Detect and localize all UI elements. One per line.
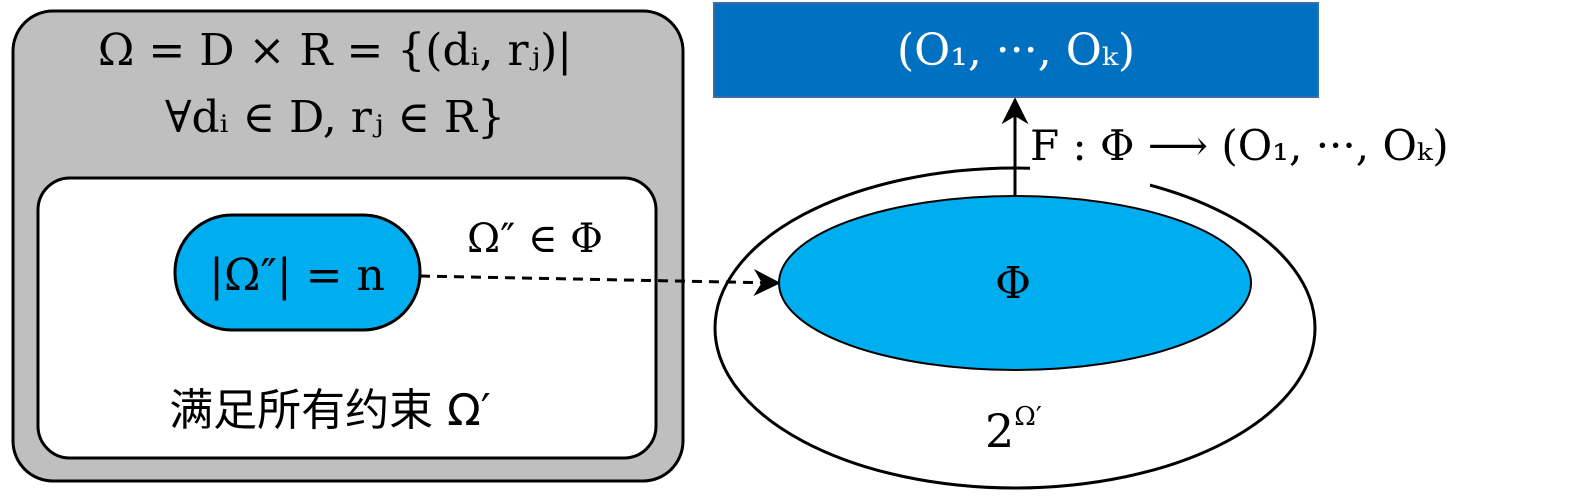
omega-definition-line2: ∀dᵢ ∈ D, rⱼ ∈ R} bbox=[165, 92, 505, 143]
omega-definition-line1: Ω = D × R = {(dᵢ, rⱼ)| bbox=[98, 25, 572, 76]
constraint-region-label: 满足所有约束 Ω′ bbox=[169, 385, 491, 436]
mapping-label: F : Φ ⟶ (O₁, ···, Oₖ) bbox=[1030, 121, 1449, 170]
output-box bbox=[713, 2, 1319, 98]
subset-pill bbox=[173, 213, 422, 332]
phi-ellipse-label: Φ bbox=[995, 258, 1031, 309]
mapping-label-gap bbox=[1030, 160, 1150, 190]
dashed-arrow bbox=[419, 269, 781, 297]
powerset-base: 2 bbox=[985, 404, 1014, 458]
membership-label: Ω″ ∈ Φ bbox=[467, 216, 603, 262]
powerset-label: 2Ω′ bbox=[985, 402, 1042, 458]
subset-pill-label: |Ω″| = n bbox=[209, 250, 385, 301]
output-box-label: (O₁, ···, Oₖ) bbox=[897, 25, 1135, 76]
powerset-exponent: Ω′ bbox=[1014, 402, 1042, 432]
